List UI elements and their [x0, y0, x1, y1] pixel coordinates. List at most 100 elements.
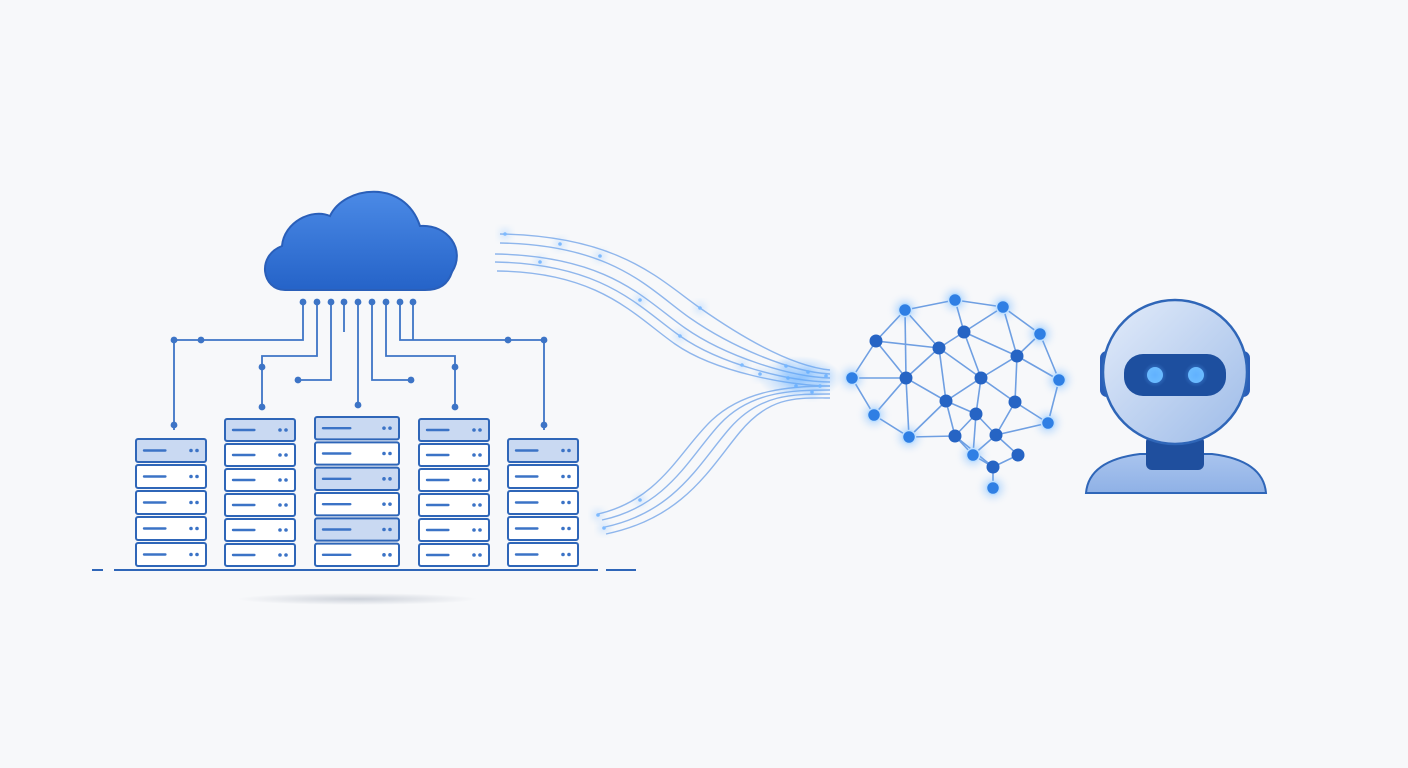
connection-node [327, 298, 335, 306]
server-unit [507, 464, 579, 489]
network-edge [905, 377, 947, 402]
network-node [1010, 349, 1024, 363]
server-unit [418, 468, 490, 492]
server-unit-led [478, 453, 482, 457]
connection-node [313, 298, 321, 306]
network-node [1051, 372, 1067, 388]
server-unit [224, 418, 296, 442]
server-unit-led [478, 553, 482, 557]
server-unit-led [278, 528, 282, 532]
connection-node [504, 336, 512, 344]
server-unit-led [189, 526, 193, 531]
network-node [947, 292, 963, 308]
server-unit-led [382, 527, 386, 532]
server-unit-led [561, 474, 565, 479]
server-unit-led [472, 453, 476, 457]
robot-body [1084, 453, 1268, 494]
server-unit [507, 542, 579, 567]
connection-node [354, 298, 362, 306]
server-unit [224, 493, 296, 517]
server-unit [418, 493, 490, 517]
connection-wire [385, 302, 456, 410]
server-unit [224, 543, 296, 567]
network-node [899, 371, 913, 385]
server-unit-led [189, 448, 193, 453]
network-node [995, 299, 1011, 315]
cloud-icon [264, 190, 458, 291]
server-unit [418, 418, 490, 442]
server-unit-led [284, 478, 288, 482]
server-unit-led [189, 552, 193, 557]
connection-node [170, 421, 178, 429]
server-rack-icon [314, 416, 400, 568]
server-unit [314, 542, 400, 568]
stream-glow [758, 356, 842, 400]
server-unit-led [189, 474, 193, 479]
connection-wire [399, 302, 545, 430]
server-unit [224, 468, 296, 492]
network-edge [963, 331, 982, 379]
server-unit-led [567, 552, 571, 557]
server-unit-led [567, 526, 571, 531]
connection-node [540, 421, 548, 429]
server-unit-led [382, 451, 386, 456]
network-node [986, 460, 1000, 474]
network-edge [980, 377, 1016, 403]
server-unit [507, 516, 579, 541]
server-unit-led [567, 500, 571, 505]
server-unit [135, 464, 207, 489]
connection-wire [261, 302, 318, 410]
server-unit [224, 518, 296, 542]
robot-eye-left-glow [1143, 363, 1167, 387]
network-node [1008, 395, 1022, 409]
network-edge [980, 355, 1018, 379]
network-node [901, 429, 917, 445]
server-unit-led [195, 552, 199, 557]
server-unit-led [278, 428, 282, 432]
connection-node [170, 336, 178, 344]
server-unit-led [478, 478, 482, 482]
network-edge [875, 340, 940, 349]
server-unit-led [195, 526, 199, 531]
server-unit [507, 490, 579, 515]
server-unit-led [382, 477, 386, 481]
network-node [989, 428, 1003, 442]
server-unit-led [382, 502, 386, 506]
server-cluster [135, 416, 579, 568]
server-unit [314, 416, 400, 441]
robot-visor [1124, 354, 1226, 396]
network-edge [904, 309, 907, 379]
server-unit-led [195, 500, 199, 505]
server-unit-led [388, 502, 392, 506]
server-unit [314, 517, 400, 542]
network-node [869, 334, 883, 348]
stream-sparkle [598, 254, 602, 258]
server-unit-led [284, 528, 288, 532]
server-unit-led [388, 426, 392, 430]
server-unit-led [284, 453, 288, 457]
server-unit-led [478, 428, 482, 432]
network-node [969, 407, 983, 421]
robot-eye-right-glow [1184, 363, 1208, 387]
server-rack-icon [507, 438, 579, 567]
server-unit-led [284, 553, 288, 557]
server-unit-led [472, 553, 476, 557]
server-unit-led [388, 553, 392, 557]
connection-node [407, 376, 415, 384]
server-unit [418, 518, 490, 542]
stream-sparkle [678, 334, 682, 338]
server-unit-led [278, 503, 282, 507]
network-node [844, 370, 860, 386]
server-unit [507, 438, 579, 463]
connection-node [382, 298, 390, 306]
server-unit-led [567, 474, 571, 479]
connection-node [299, 298, 307, 306]
server-unit-led [189, 500, 193, 505]
connection-node [258, 363, 266, 371]
server-unit-led [561, 448, 565, 453]
connection-node [354, 401, 362, 409]
stream-sparkle [602, 526, 606, 530]
connection-node [258, 403, 266, 411]
data-stream-line [605, 397, 831, 535]
